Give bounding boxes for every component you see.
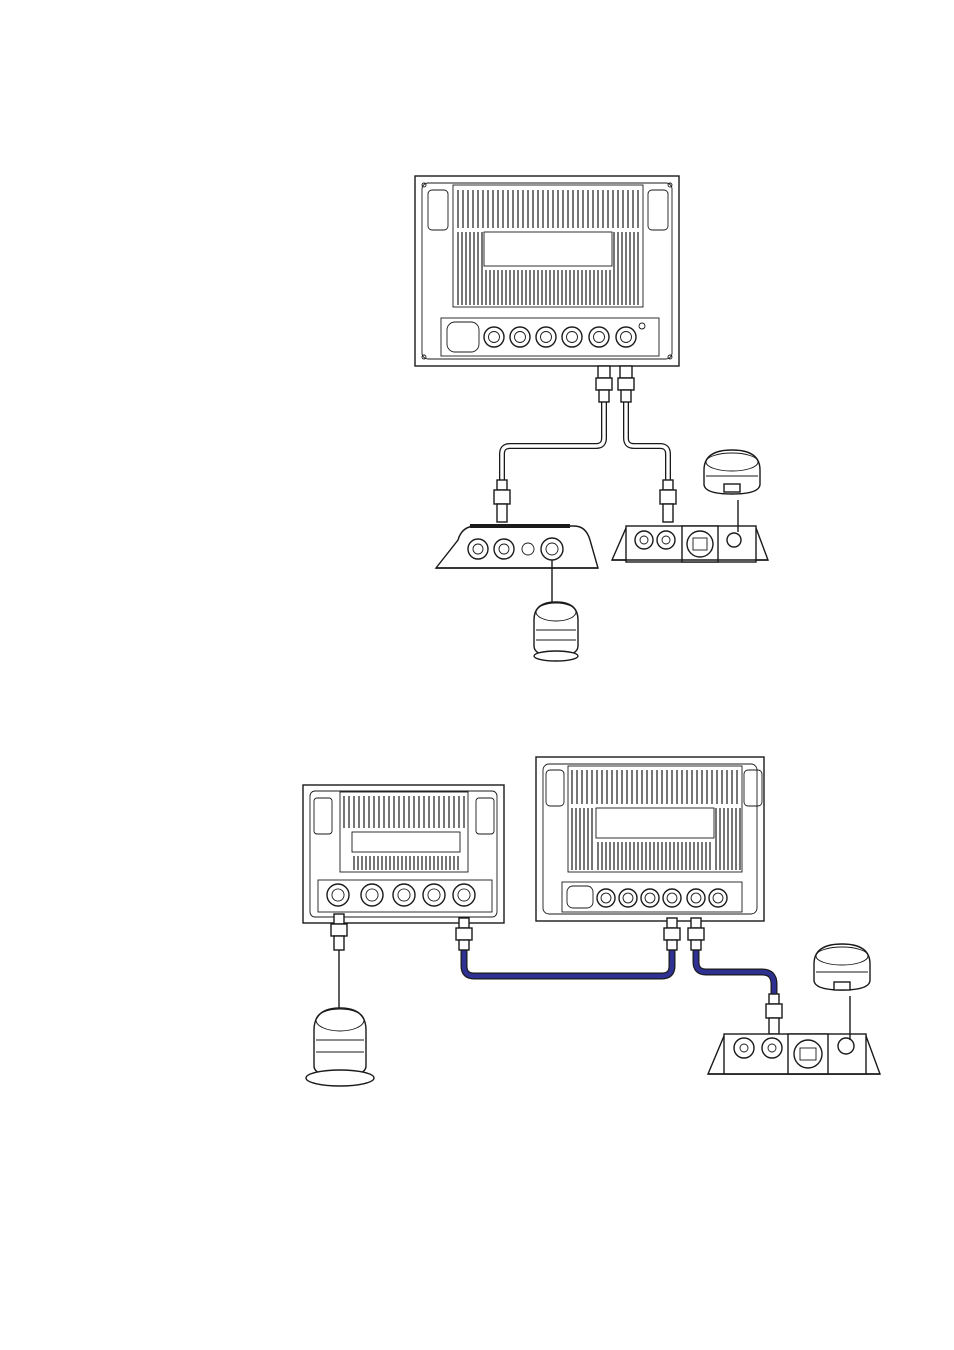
network-cable-left — [502, 400, 604, 484]
transducer-top — [534, 602, 578, 661]
radar-interface-top — [612, 500, 768, 562]
connector-port — [616, 327, 636, 347]
network-cable-between-displays — [464, 948, 672, 976]
connector-port — [510, 327, 530, 347]
cable-connector-large-left — [664, 918, 680, 950]
transducer-bottom — [306, 1008, 374, 1086]
cable-connector-radar-bottom — [766, 994, 782, 1034]
cable-connector-sonar — [494, 480, 510, 522]
connector-port — [327, 884, 349, 906]
cable-connector-large-right — [688, 918, 704, 950]
connector-port — [663, 889, 681, 907]
cable-connector-right — [618, 366, 634, 402]
connector-port — [484, 327, 504, 347]
top-diagram — [415, 176, 768, 661]
connector-port — [453, 884, 475, 906]
connector-port — [562, 327, 582, 347]
connector-port — [361, 884, 383, 906]
connector-port — [597, 889, 615, 907]
gps-antenna-bottom — [814, 944, 870, 990]
radar-interface-bottom — [708, 996, 880, 1074]
network-cable-to-radar — [696, 948, 774, 998]
gps-antenna-top — [704, 450, 760, 494]
connector-port — [423, 884, 445, 906]
cable-connector-transducer-port — [331, 914, 347, 950]
cable-connector-small-display — [456, 918, 472, 950]
bottom-diagram — [303, 757, 880, 1086]
connector-port — [641, 889, 659, 907]
display-unit-small — [303, 785, 504, 923]
network-cable-right — [626, 400, 668, 484]
display-unit-large — [536, 757, 764, 921]
connector-port — [687, 889, 705, 907]
connector-port — [709, 889, 727, 907]
connector-port — [536, 327, 556, 347]
cable-connector-radar — [660, 480, 676, 522]
sonar-module-top — [436, 524, 598, 568]
cable-connector-left — [596, 366, 612, 402]
connector-port — [619, 889, 637, 907]
connector-port — [393, 884, 415, 906]
connector-port — [589, 327, 609, 347]
display-unit-top — [415, 176, 679, 366]
